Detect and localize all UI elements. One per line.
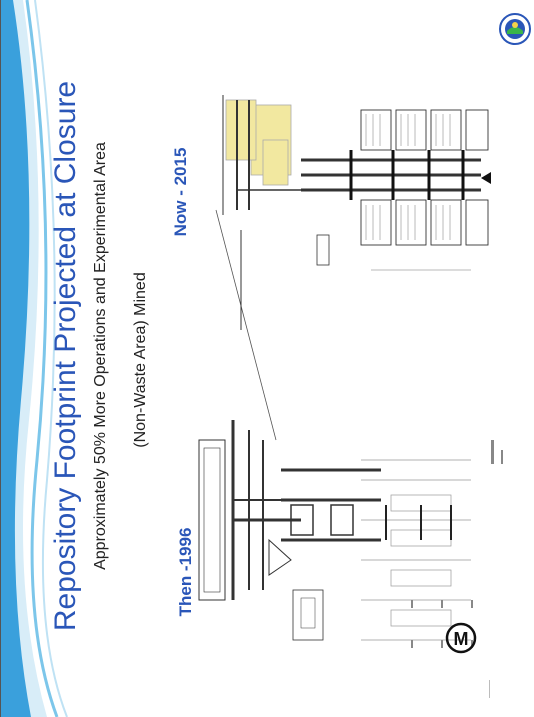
m-circle-icon: M <box>445 622 477 654</box>
decorative-swoosh <box>1 0 68 717</box>
svg-text:M: M <box>454 629 469 649</box>
footer-tiny-text: ——— <box>487 680 493 698</box>
diagram-2015 <box>222 95 491 330</box>
agency-logo-icon <box>499 13 531 45</box>
connector-line <box>215 209 277 441</box>
north-arrow-icon <box>481 172 491 184</box>
diagram-1996 <box>198 420 503 648</box>
